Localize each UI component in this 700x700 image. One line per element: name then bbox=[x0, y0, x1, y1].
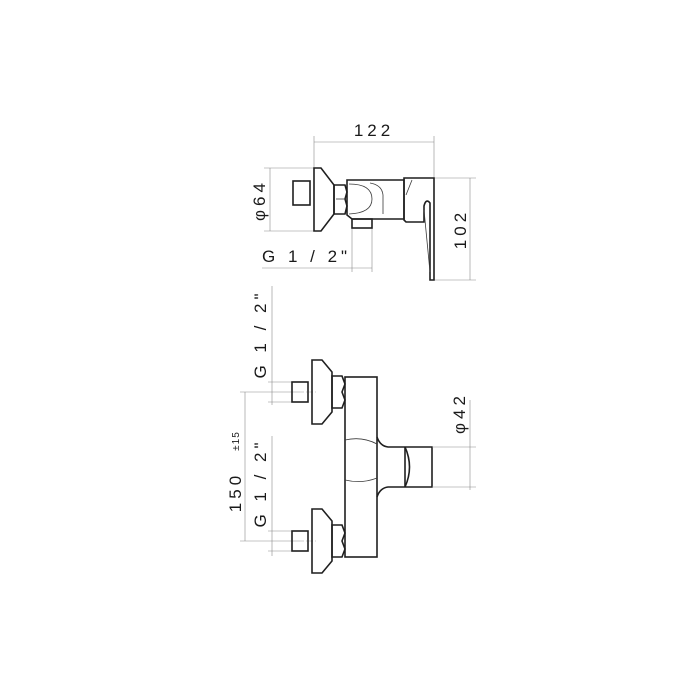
body-curve bbox=[348, 183, 373, 215]
height-label: 102 bbox=[451, 209, 470, 249]
upper-hex-nut bbox=[331, 375, 346, 409]
outlet-thread-label: G 1 / 2" bbox=[262, 247, 351, 266]
width-label: 122 bbox=[354, 121, 394, 140]
upper-flange bbox=[311, 359, 333, 425]
flange bbox=[313, 167, 335, 232]
inlet-spacing-tolerance: ±15 bbox=[231, 431, 242, 451]
lower-hex-nut bbox=[331, 524, 346, 558]
upper-inlet-stub bbox=[291, 381, 309, 403]
handle-branch bbox=[376, 436, 433, 498]
upper-inlet-thread-label: G 1 / 2" bbox=[251, 289, 270, 378]
flange-diameter-label: φ64 bbox=[250, 179, 269, 221]
inlet-stub bbox=[292, 180, 311, 206]
lever-handle bbox=[403, 177, 435, 281]
side-view: 122 φ64 G 1 / 2" 102 bbox=[250, 121, 476, 281]
hex-nut bbox=[333, 184, 348, 215]
lower-flange bbox=[311, 508, 333, 574]
outlet-nipple bbox=[351, 218, 373, 229]
inlet-spacing-label: 150 bbox=[226, 472, 245, 512]
handle-lens bbox=[404, 446, 411, 488]
lower-inlet-stub bbox=[291, 530, 309, 552]
lower-inlet-thread-label: G 1 / 2" bbox=[251, 438, 270, 527]
handle-diameter-label: φ42 bbox=[450, 392, 469, 434]
mixer-body bbox=[346, 179, 405, 220]
vertical-body bbox=[344, 376, 378, 558]
front-view: G 1 / 2" G 1 / 2" 150 ±15 bbox=[226, 286, 476, 574]
